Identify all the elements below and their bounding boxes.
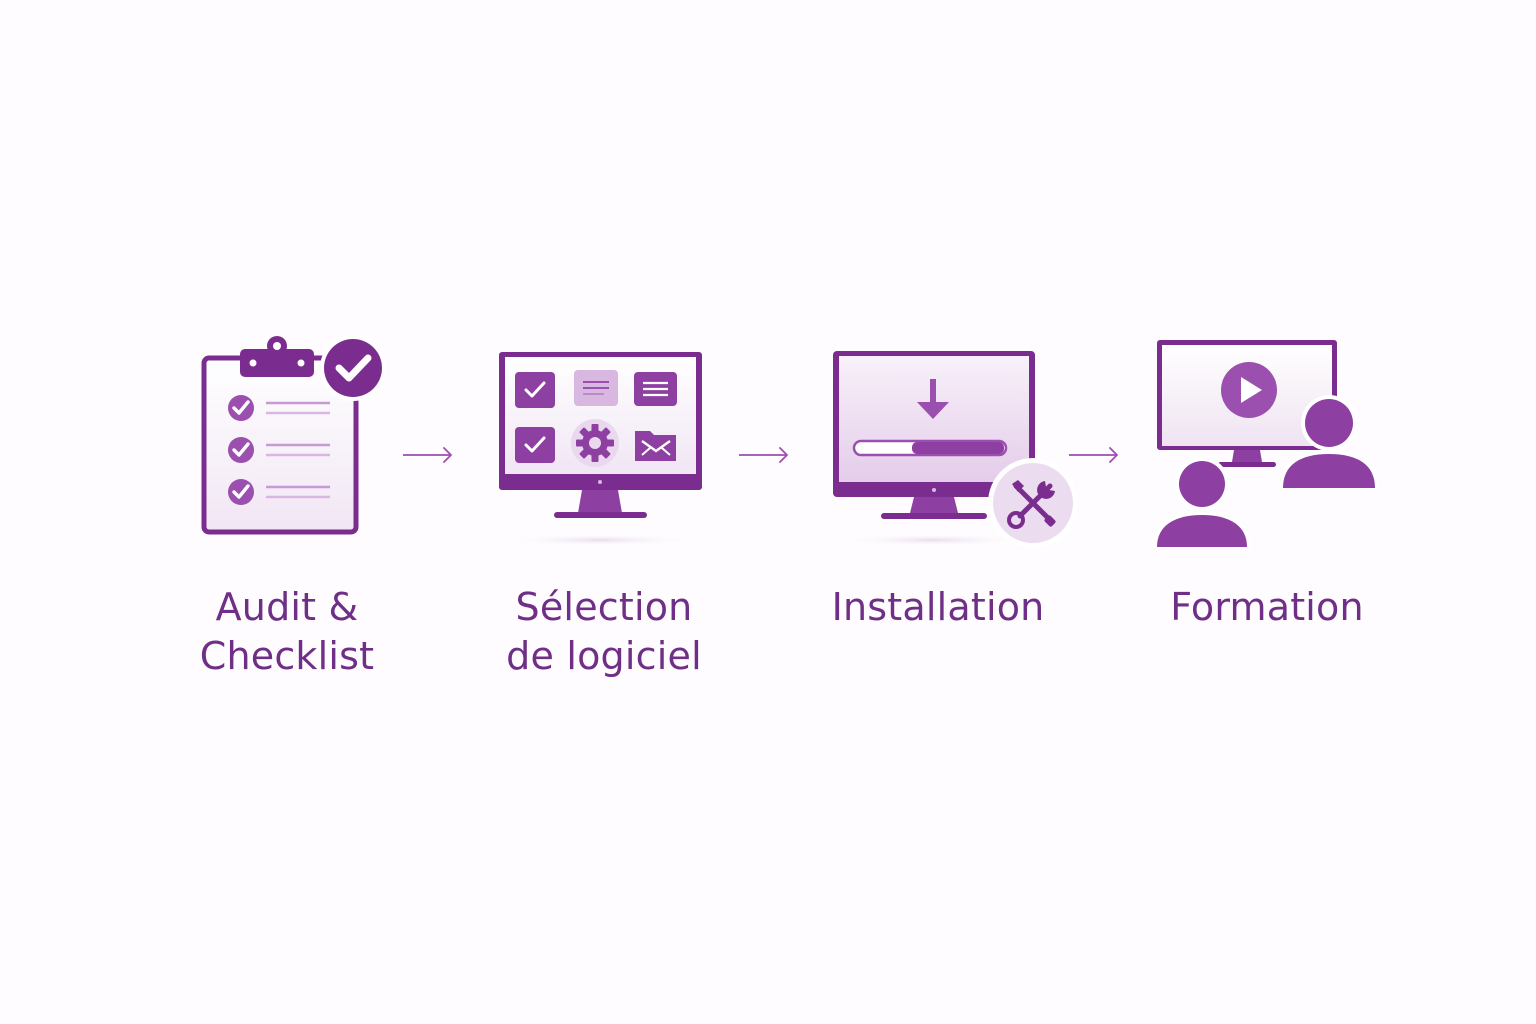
step-label-audit-line-2: Checklist — [199, 634, 375, 678]
step-label-selection-line-2: de logiciel — [506, 634, 702, 678]
step-label-audit-line-1: Audit & — [215, 585, 359, 629]
screen-video-people-icon — [1154, 340, 1378, 548]
monitor-download-tools-icon — [833, 351, 1078, 548]
step-label-selection-line-1: Sélection — [515, 585, 693, 629]
monitor-app-grid-icon — [499, 352, 702, 546]
step-label-formation: Formation — [1156, 583, 1378, 632]
step-label-formation-line-1: Formation — [1170, 585, 1364, 629]
step-label-installation: Installation — [812, 583, 1064, 632]
arrow-right-icon — [1069, 447, 1118, 463]
step-label-selection: Sélection de logiciel — [486, 583, 722, 681]
arrow-right-icon — [739, 447, 788, 463]
step-label-audit: Audit & Checklist — [187, 583, 387, 681]
arrow-right-icon — [403, 447, 452, 463]
step-label-installation-line-1: Installation — [831, 585, 1045, 629]
clipboard-checklist-icon — [201, 335, 386, 535]
